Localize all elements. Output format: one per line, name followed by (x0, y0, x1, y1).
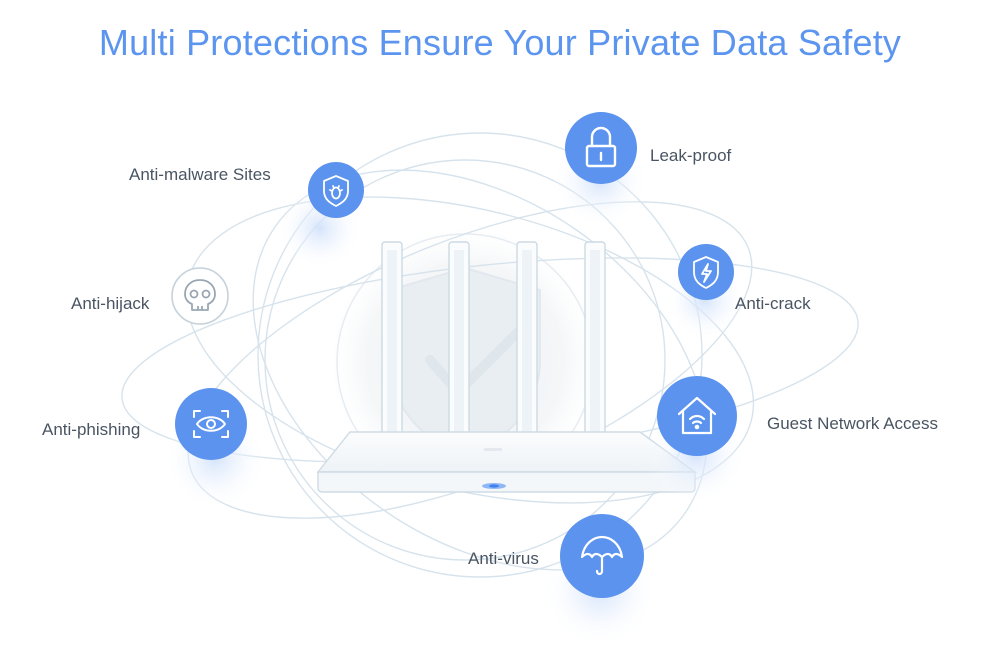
anti-crack-badge (678, 244, 734, 300)
anti-virus-badge (560, 514, 644, 598)
skull-icon (184, 279, 216, 311)
feature-label-anti-virus: Anti-virus (468, 549, 539, 568)
leak-proof-badge (565, 112, 637, 184)
feature-label-leak-proof: Leak-proof (650, 146, 732, 165)
router-body (316, 431, 698, 493)
feature-label-anti-malware: Anti-malware Sites (129, 165, 271, 184)
anti-phishing-badge (175, 388, 247, 460)
feature-label-anti-crack: Anti-crack (735, 294, 811, 313)
bug-shield-icon (323, 175, 349, 207)
router-antennas (381, 241, 606, 443)
feature-label-anti-phishing: Anti-phishing (42, 420, 141, 439)
guest-network-badge (657, 376, 737, 456)
page-title: Multi Protections Ensure Your Private Da… (98, 22, 902, 63)
feature-label-anti-hijack: Anti-hijack (71, 294, 150, 313)
anti-hijack-badge (171, 267, 229, 325)
anti-malware-badge (308, 162, 364, 218)
lock-icon (585, 126, 617, 168)
lightning-shield-icon (693, 256, 719, 289)
umbrella-icon (580, 535, 624, 576)
eye-icon (193, 410, 229, 438)
house-wifi-icon (677, 396, 717, 435)
feature-label-guest-network: Guest Network Access (767, 414, 939, 433)
